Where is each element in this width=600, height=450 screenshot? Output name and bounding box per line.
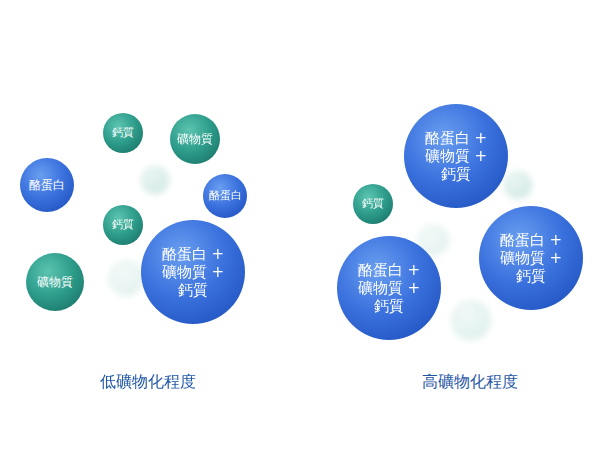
component-label: 酪蛋白 + 礦物質 + 鈣質	[420, 129, 492, 183]
component-circle: 酪蛋白 + 礦物質 + 鈣質	[337, 236, 441, 340]
component-circle: 鈣質	[103, 113, 143, 153]
component-circle: 酪蛋白 + 礦物質 + 鈣質	[479, 206, 583, 310]
component-label: 鈣質	[362, 197, 384, 210]
group-caption: 低礦物化程度	[100, 372, 196, 393]
component-label: 鈣質	[112, 126, 134, 139]
component-circle: 酪蛋白	[20, 158, 74, 212]
component-label: 鈣質	[112, 218, 134, 231]
component-label: 酪蛋白 + 礦物質 + 鈣質	[495, 231, 567, 285]
component-circle: 酪蛋白 + 礦物質 + 鈣質	[404, 104, 508, 208]
component-circle: 酪蛋白 + 礦物質 + 鈣質	[141, 220, 245, 324]
component-label: 酪蛋白 + 礦物質 + 鈣質	[157, 245, 229, 299]
component-label: 礦物質	[37, 275, 73, 289]
component-circle: 鈣質	[353, 184, 393, 224]
component-circle: 酪蛋白	[203, 174, 247, 218]
component-label: 酪蛋白	[209, 189, 242, 202]
component-label: 礦物質	[177, 132, 213, 146]
group-caption: 高礦物化程度	[422, 372, 518, 393]
component-label: 酪蛋白	[29, 178, 65, 192]
component-label: 酪蛋白 + 礦物質 + 鈣質	[353, 261, 425, 315]
component-circle: 鈣質	[103, 205, 143, 245]
component-circle: 礦物質	[170, 114, 220, 164]
component-circle: 礦物質	[26, 253, 84, 311]
